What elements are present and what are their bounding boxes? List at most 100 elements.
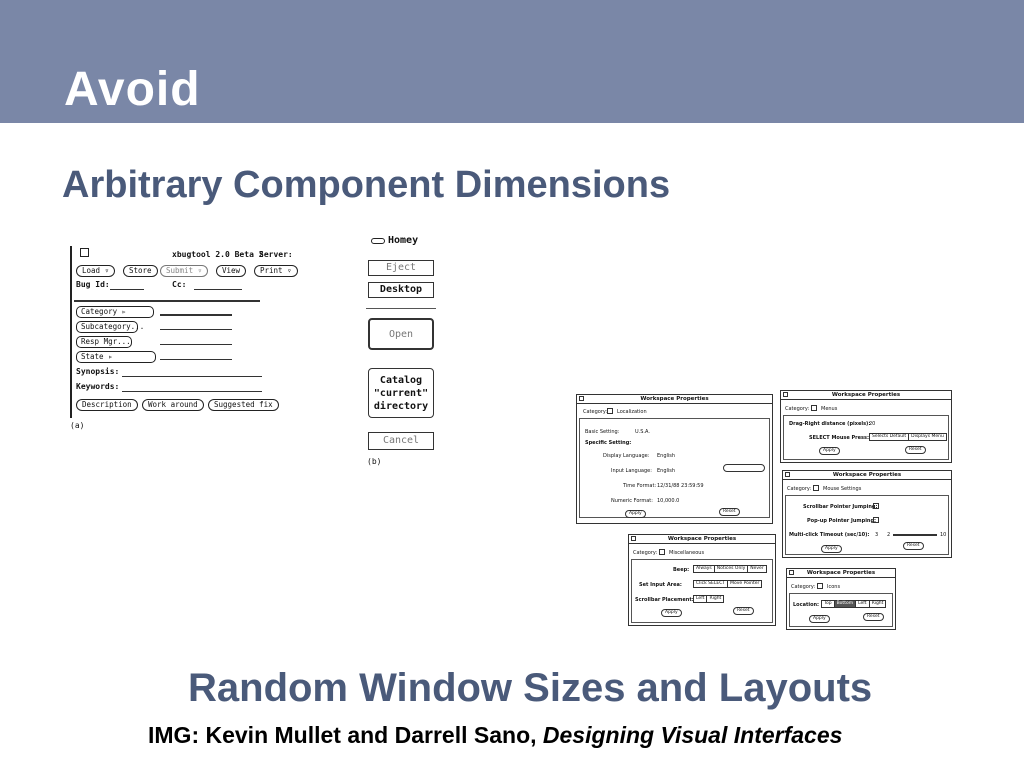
category-menu-icon[interactable] xyxy=(817,583,823,589)
view-button[interactable]: View xyxy=(216,265,247,277)
time-format-value[interactable]: 12/31/88 23:59:59 xyxy=(657,483,704,489)
category-value: Miscellaneous xyxy=(669,550,705,556)
apply-button[interactable]: Apply xyxy=(809,615,830,623)
description-button[interactable]: Description xyxy=(76,399,138,411)
option-never[interactable]: Never xyxy=(750,566,764,571)
figure-b-file-panel: Homey Eject Desktop Open Catalog "curren… xyxy=(366,234,438,470)
cancel-button[interactable]: Cancel xyxy=(368,432,434,450)
apply-button[interactable]: Apply xyxy=(625,510,646,518)
multiclick-timeout-slider[interactable] xyxy=(893,534,937,536)
eject-button[interactable]: Eject xyxy=(368,260,434,276)
suggested-fix-button[interactable]: Suggested fix xyxy=(208,399,279,411)
numeric-format-label: Numeric Format: xyxy=(611,498,653,504)
desktop-button[interactable]: Desktop xyxy=(368,282,434,298)
category-button[interactable]: Category ▹ xyxy=(76,306,154,318)
settings-panel xyxy=(579,418,770,518)
category-label: Category: xyxy=(787,486,812,492)
apply-button[interactable]: Apply xyxy=(821,545,842,553)
home-label: Homey xyxy=(388,235,419,246)
multiclick-timeout-value[interactable]: 3 xyxy=(875,532,879,538)
category-label: Category: xyxy=(583,409,608,415)
bug-id-field[interactable] xyxy=(110,289,144,290)
basic-setting-value[interactable]: U.S.A. xyxy=(635,429,650,435)
option-left[interactable]: Left xyxy=(856,601,870,607)
catalog-current-directory-button[interactable]: Catalog "current" directory xyxy=(368,368,434,418)
resp-mgr-button[interactable]: Resp Mgr... xyxy=(76,336,132,348)
option-click-select[interactable]: Click SELECT xyxy=(694,581,729,587)
option-always[interactable]: Always xyxy=(694,566,715,572)
option-right[interactable]: Right xyxy=(709,596,722,601)
option-left[interactable]: Left xyxy=(694,596,708,602)
reset-button[interactable]: Reset xyxy=(905,446,926,454)
option-right[interactable]: Right xyxy=(871,601,884,606)
synopsis-field[interactable] xyxy=(122,376,262,377)
window-title: Workspace Properties xyxy=(667,536,737,542)
reset-button[interactable]: Reset xyxy=(733,607,754,615)
divider xyxy=(74,300,260,302)
pushpin-icon[interactable] xyxy=(785,472,790,477)
category-field xyxy=(160,314,232,316)
window-title: Workspace Properties xyxy=(806,570,876,576)
window-titlebar: Workspace Properties xyxy=(577,395,772,404)
extra-button[interactable] xyxy=(723,464,765,472)
apply-button[interactable]: Apply xyxy=(819,447,840,455)
location-label: Location: xyxy=(793,602,820,608)
load-button[interactable]: Load ▿ xyxy=(76,265,116,277)
reset-button[interactable]: Reset xyxy=(903,542,924,550)
option-displays-menu[interactable]: Displays Menu xyxy=(911,434,944,439)
scrollbar-jumping-label: Scrollbar Pointer Jumping: xyxy=(803,504,878,510)
category-menu-icon[interactable] xyxy=(811,405,817,411)
print-button[interactable]: Print ▿ xyxy=(254,265,298,277)
credit-book-title: Designing Visual Interfaces xyxy=(542,722,843,748)
settings-panel xyxy=(785,495,949,555)
workspace-window-icons: Workspace Properties Category: Icons Loc… xyxy=(786,568,896,630)
apply-button[interactable]: Apply xyxy=(661,609,682,617)
category-menu-icon[interactable] xyxy=(659,549,665,555)
store-button[interactable]: Store xyxy=(123,265,158,277)
category-label: Category: xyxy=(785,406,810,412)
category-menu-icon[interactable] xyxy=(813,485,819,491)
display-language-value[interactable]: English xyxy=(657,453,676,459)
option-bottom[interactable]: Bottom xyxy=(834,601,857,607)
drag-right-label: Drag-Right distance (pixels): xyxy=(789,421,871,427)
subcategory-button[interactable]: Subcategory... xyxy=(76,321,144,333)
window-menu-icon xyxy=(80,248,89,257)
cc-field[interactable] xyxy=(194,289,242,290)
scrollbar-jumping-checkbox[interactable] xyxy=(873,503,879,509)
input-language-value[interactable]: English xyxy=(657,468,676,474)
pushpin-icon[interactable] xyxy=(631,536,636,541)
display-language-label: Display Language: xyxy=(603,453,650,459)
option-selects-default[interactable]: Selects Default xyxy=(870,434,910,440)
multiclick-timeout-label: Multi-click Timeout (sec/10): xyxy=(789,532,870,538)
keywords-field[interactable] xyxy=(122,391,262,392)
category-value: Icons xyxy=(827,584,841,590)
pushpin-icon[interactable] xyxy=(783,392,788,397)
pushpin-icon[interactable] xyxy=(789,570,794,575)
open-button[interactable]: Open xyxy=(368,318,434,350)
bottom-heading: Random Window Sizes and Layouts xyxy=(188,666,873,710)
pushpin-icon[interactable] xyxy=(579,396,584,401)
option-move-pointer[interactable]: Move Pointer xyxy=(730,581,760,586)
slider-min-label: 2 xyxy=(887,532,891,538)
numeric-format-value[interactable]: 10,000.0 xyxy=(657,498,680,504)
drag-right-value[interactable]: 20 xyxy=(869,421,876,427)
reset-button[interactable]: Reset xyxy=(863,613,884,621)
category-menu-icon[interactable] xyxy=(607,408,613,414)
input-language-label: Input Language: xyxy=(611,468,652,474)
workspace-window-mouse-settings: Workspace Properties Category: Mouse Set… xyxy=(782,470,952,558)
credit-authors: IMG: Kevin Mullet and Darrell Sano, xyxy=(148,722,543,748)
category-label: Category: xyxy=(791,584,816,590)
option-top[interactable]: Top xyxy=(822,601,835,607)
reset-button[interactable]: Reset xyxy=(719,508,740,516)
option-notices-only[interactable]: Notices Only xyxy=(715,566,749,572)
select-mouse-press-label: SELECT Mouse Press: xyxy=(809,435,869,441)
state-button[interactable]: State ▹ xyxy=(76,351,156,363)
submit-button[interactable]: Submit ▿ xyxy=(160,265,209,277)
workaround-button[interactable]: Work around xyxy=(142,399,204,411)
popup-jumping-checkbox[interactable] xyxy=(873,517,879,523)
